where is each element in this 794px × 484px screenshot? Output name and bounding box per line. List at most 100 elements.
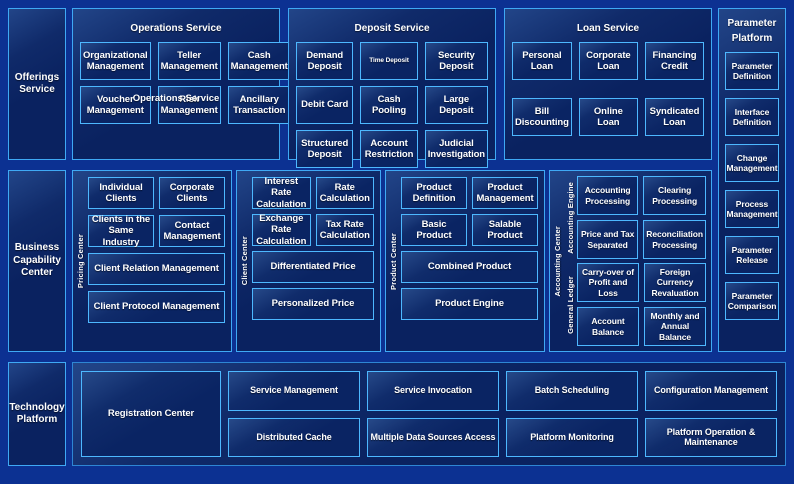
- card-exchange-rate-calculation[interactable]: Exchange Rate Calculation: [252, 213, 311, 247]
- card-combined-product[interactable]: Combined Product: [401, 251, 538, 283]
- card-corporate-clients[interactable]: Corporate Clients: [159, 177, 225, 209]
- card-structured-deposit[interactable]: Structured Deposit: [296, 130, 354, 168]
- technology-platform-panel[interactable]: Registration Center Service Management D…: [72, 362, 786, 466]
- accounting-center-rail: Accounting Center: [550, 171, 564, 351]
- card-foreign-currency-revaluation[interactable]: Foreign Currency Revaluation: [644, 263, 706, 302]
- product-center-panel[interactable]: Product Center Product Definition Produc…: [385, 170, 545, 352]
- card-individual-clients[interactable]: Individual Clients: [88, 177, 154, 209]
- deposit-service-grid: Demand Deposit Time Deposit Security Dep…: [289, 42, 495, 168]
- operations-service-panel[interactable]: Operations Service Organizational Manage…: [72, 8, 291, 160]
- card-bill-discounting[interactable]: Bill Discounting: [512, 98, 572, 136]
- technology-column-4: Configuration Management Platform Operat…: [645, 371, 777, 457]
- card-parameter-definition[interactable]: Parameter Definition: [725, 52, 779, 90]
- accounting-engine-grid: Accounting Processing Clearing Processin…: [577, 176, 706, 259]
- operations-service-title: Operations Service: [130, 23, 222, 34]
- card-personalized-price[interactable]: Personalized Price: [252, 288, 374, 320]
- card-registration-center[interactable]: Registration Center: [81, 371, 221, 457]
- card-large-deposit[interactable]: Large Deposit: [424, 86, 488, 124]
- card-multiple-data-sources-access[interactable]: Multiple Data Sources Access: [367, 417, 499, 457]
- technology-column-2: Service Invocation Multiple Data Sources…: [367, 371, 499, 457]
- card-product-management[interactable]: Product Management: [472, 177, 538, 209]
- card-tax-rate-calculation[interactable]: Tax Rate Calculation: [315, 214, 374, 246]
- card-parameter-release[interactable]: Parameter Release: [725, 236, 779, 274]
- client-center-row-2: Exchange Rate Calculation Tax Rate Calcu…: [252, 213, 374, 247]
- card-platform-operation-and-maintenance[interactable]: Platform Operation & Maintenance: [645, 417, 777, 457]
- loan-service-title: Loan Service: [576, 23, 640, 34]
- card-rate-calculation[interactable]: Rate Calculation: [315, 177, 374, 209]
- card-demand-deposit[interactable]: Demand Deposit: [296, 42, 354, 80]
- card-reconciliation-processing[interactable]: Reconciliation Processing: [643, 220, 706, 259]
- card-teller-management[interactable]: Teller Management: [157, 42, 221, 80]
- offerings-service-row-label: Offerings Service: [8, 8, 66, 160]
- card-change-management[interactable]: Change Management: [725, 144, 779, 182]
- loan-service-panel[interactable]: Loan Service Personal Loan Corporate Loa…: [504, 8, 712, 160]
- card-distributed-cache[interactable]: Distributed Cache: [228, 417, 360, 457]
- card-online-loan[interactable]: Online Loan: [578, 98, 638, 136]
- technology-label-line1: Technology: [9, 401, 65, 413]
- card-cash-management[interactable]: Cash Management: [227, 42, 291, 80]
- card-judicial-investigation[interactable]: Judicial Investigation: [424, 130, 488, 168]
- client-center-panel[interactable]: Client Center Interest Rate Calculation …: [236, 170, 381, 352]
- product-center-row-1: Product Definition Product Management: [401, 177, 538, 209]
- card-service-management[interactable]: Service Management: [228, 371, 360, 411]
- business-capability-center-row-label: Business Capability Center: [8, 170, 66, 352]
- card-interface-definition[interactable]: Interface Definition: [725, 98, 779, 136]
- accounting-center-panel[interactable]: Accounting Center Accounting Engine Acco…: [549, 170, 712, 352]
- card-client-protocol-management[interactable]: Client Protocol Management: [88, 291, 225, 323]
- accounting-center-rail-label: Accounting Center: [552, 225, 562, 297]
- card-interest-rate-calculation[interactable]: Interest Rate Calculation: [252, 176, 311, 210]
- card-product-engine[interactable]: Product Engine: [401, 288, 538, 320]
- parameter-platform-panel[interactable]: Parameter Platform Parameter Definition …: [718, 8, 786, 352]
- card-voucher-management[interactable]: Voucher Management: [80, 86, 151, 124]
- card-corporate-loan[interactable]: Corporate Loan: [578, 42, 638, 80]
- card-account-restriction[interactable]: Account Restriction: [360, 130, 418, 168]
- operations-service-duplicate-caption: Operations Service: [132, 93, 220, 104]
- card-personal-loan[interactable]: Personal Loan: [512, 42, 572, 80]
- card-platform-monitoring[interactable]: Platform Monitoring: [506, 417, 638, 457]
- technology-platform-grid: Registration Center Service Management D…: [73, 363, 785, 465]
- card-ancillary-transaction[interactable]: Ancillary Transaction: [227, 86, 291, 124]
- card-client-relation-management[interactable]: Client Relation Management: [88, 253, 225, 285]
- offerings-label-line1: Offerings: [14, 71, 60, 83]
- card-security-deposit[interactable]: Security Deposit: [424, 42, 488, 80]
- card-syndicated-loan[interactable]: Syndicated Loan: [644, 98, 704, 136]
- card-contact-management[interactable]: Contact Management: [159, 215, 225, 247]
- card-parameter-comparison[interactable]: Parameter Comparison: [725, 282, 779, 320]
- card-time-deposit[interactable]: Time Deposit: [360, 42, 418, 80]
- card-batch-scheduling[interactable]: Batch Scheduling: [506, 371, 638, 411]
- card-accounting-processing[interactable]: Accounting Processing: [577, 176, 639, 215]
- pricing-center-panel[interactable]: Pricing Center Individual Clients Corpor…: [72, 170, 232, 352]
- card-product-definition[interactable]: Product Definition: [401, 177, 467, 209]
- deposit-service-panel[interactable]: Deposit Service Demand Deposit Time Depo…: [288, 8, 496, 168]
- card-monthly-and-annual-balance[interactable]: Monthly and Annual Balance: [644, 307, 706, 346]
- technology-column-1: Service Management Distributed Cache: [228, 371, 360, 457]
- card-salable-product[interactable]: Salable Product: [472, 214, 538, 246]
- business-label-line2: Capability: [13, 254, 61, 266]
- card-process-management[interactable]: Process Management: [725, 190, 779, 228]
- card-risk-management[interactable]: Risk Management: [157, 86, 221, 124]
- client-center-body: Interest Rate Calculation Rate Calculati…: [252, 171, 380, 351]
- parameter-platform-title-line2: Platform: [731, 33, 773, 44]
- card-configuration-management[interactable]: Configuration Management: [645, 371, 777, 411]
- card-organizational-management[interactable]: Organizational Management: [80, 42, 151, 80]
- pricing-center-row-2: Clients in the Same Industry Contact Man…: [88, 214, 225, 248]
- card-financing-credit[interactable]: Financing Credit: [644, 42, 704, 80]
- accounting-engine-rail: Accounting Engine: [564, 176, 577, 259]
- card-account-balance[interactable]: Account Balance: [577, 307, 639, 346]
- card-price-and-tax-separated[interactable]: Price and Tax Separated: [577, 220, 639, 259]
- accounting-engine-rail-label: Accounting Engine: [566, 181, 575, 254]
- parameter-platform-list: Parameter Definition Interface Definitio…: [719, 46, 785, 326]
- card-clients-in-the-same-industry[interactable]: Clients in the Same Industry: [88, 214, 154, 248]
- general-ledger-section: General Ledger Carry-over of Profit and …: [564, 263, 706, 346]
- card-basic-product[interactable]: Basic Product: [401, 214, 467, 246]
- card-cash-pooling[interactable]: Cash Pooling: [360, 86, 418, 124]
- card-differentiated-price[interactable]: Differentiated Price: [252, 251, 374, 283]
- pricing-center-body: Individual Clients Corporate Clients Cli…: [88, 171, 231, 351]
- card-clearing-processing[interactable]: Clearing Processing: [643, 176, 706, 215]
- card-service-invocation[interactable]: Service Invocation: [367, 371, 499, 411]
- card-debit-card[interactable]: Debit Card: [296, 86, 354, 124]
- pricing-center-rail: Pricing Center: [73, 171, 88, 351]
- accounting-engine-section: Accounting Engine Accounting Processing …: [564, 176, 706, 259]
- deposit-service-title: Deposit Service: [354, 23, 430, 34]
- card-carry-over-of-profit-and-loss[interactable]: Carry-over of Profit and Loss: [577, 263, 639, 302]
